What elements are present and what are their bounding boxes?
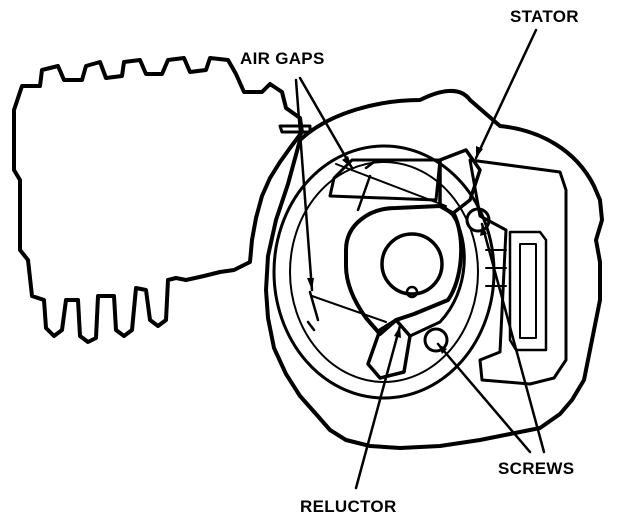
leader-air-gaps-upper [298, 76, 354, 170]
pickup-assembly [468, 158, 568, 386]
stator-arc-right [408, 212, 466, 338]
pickup-terminal [508, 230, 548, 352]
screw-lower [423, 327, 449, 353]
label-stator: STATOR [510, 7, 579, 26]
label-air-gaps: AIR GAPS [240, 49, 325, 68]
leader-stator [474, 28, 538, 160]
gap-line-lower [311, 295, 387, 323]
label-reluctor: RELUCTOR [300, 497, 397, 516]
distributor-body [264, 89, 604, 450]
stator-arc-upper [328, 158, 442, 202]
leader-air-gaps-lower [294, 78, 314, 292]
gap-mark-upper [356, 160, 376, 212]
shaft-notch [405, 285, 419, 299]
arrowhead-air-gaps-upper [342, 156, 352, 168]
arrowhead-screws-upper [480, 224, 487, 236]
reluctor [344, 204, 464, 336]
arrowhead-stator [476, 146, 483, 158]
arrowhead-air-gaps-lower [307, 278, 314, 290]
leader-screws-upper [480, 222, 546, 454]
gap-line-upper [335, 163, 447, 207]
label-screws: SCREWS [498, 459, 574, 478]
leader-screws-lower [436, 342, 532, 454]
reluctor-shaft [380, 232, 444, 296]
pickup-terminal-inner [519, 243, 537, 339]
housing-tab [278, 124, 312, 134]
screw-upper [465, 207, 491, 233]
arrowhead-screws-lower [438, 344, 447, 354]
leader-reluctor [354, 324, 402, 490]
housing-outline [12, 56, 304, 344]
arrowhead-reluctor [394, 326, 401, 338]
